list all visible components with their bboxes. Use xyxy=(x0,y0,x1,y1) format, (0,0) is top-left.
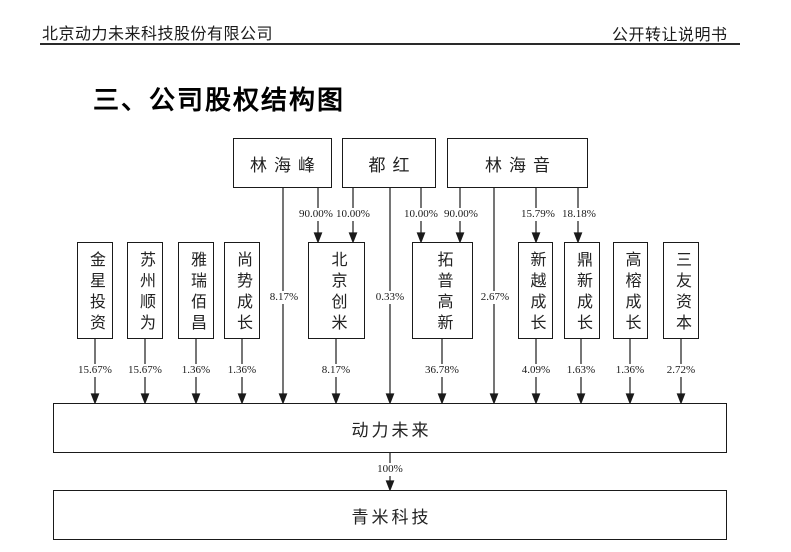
node-label: 都红 xyxy=(368,155,417,175)
edge-pct-linhaifeng-direct: 8.17% xyxy=(267,291,301,304)
edge-pct-dingxin: 1.63% xyxy=(564,364,598,377)
edge-pct-company-subsidiary: 100% xyxy=(375,463,405,476)
node-label: 林海峰 xyxy=(250,155,322,175)
edge-pct-duhong-chuangmi: 10.00% xyxy=(334,208,372,221)
edge-pct-sanyou: 2.72% xyxy=(664,364,698,377)
header-rule xyxy=(40,43,740,45)
edge-pct-shunwei: 15.67% xyxy=(126,364,164,377)
node-shangshi-chengzhang: 尚势成长 xyxy=(224,242,260,339)
node-sanyou-ziben: 三友资本 xyxy=(663,242,699,339)
header-company-name: 北京动力未来科技股份有限公司 xyxy=(42,26,274,43)
edge-pct-gaorong: 1.36% xyxy=(613,364,647,377)
node-label: 北京创米 xyxy=(328,251,346,335)
connector-group xyxy=(90,188,686,492)
edge-pct-chuangmi: 8.17% xyxy=(319,364,353,377)
edge-pct-shangshi: 1.36% xyxy=(225,364,259,377)
edge-pct-linhaiyin-xinyue: 15.79% xyxy=(519,208,557,221)
node-label: 雅瑞佰昌 xyxy=(188,251,205,335)
node-label: 三友资本 xyxy=(673,251,690,335)
header-document-type: 公开转让说明书 xyxy=(612,27,728,44)
node-label: 高榕成长 xyxy=(622,251,640,335)
edge-pct-linhaiyin-tuopu: 90.00% xyxy=(442,208,480,221)
node-gaorong-chengzhang: 高榕成长 xyxy=(613,242,648,339)
edge-pct-jinxing: 15.67% xyxy=(76,364,114,377)
node-label: 青米科技 xyxy=(351,507,432,527)
node-tuopu-gaoxin: 拓普高新 xyxy=(412,242,473,339)
node-xinyue-chengzhang: 新越成长 xyxy=(518,242,553,339)
node-shareholder-linhaiyin: 林海音 xyxy=(447,138,588,188)
edge-pct-yarui: 1.36% xyxy=(179,364,213,377)
node-label: 尚势成长 xyxy=(234,251,251,335)
node-yarui-baichang: 雅瑞佰昌 xyxy=(178,242,214,339)
edge-pct-xinyue: 4.09% xyxy=(519,364,553,377)
node-label: 林海音 xyxy=(485,155,557,175)
node-shareholder-linhaifeng: 林海峰 xyxy=(233,138,332,188)
node-dingxin-chengzhang: 鼎新成长 xyxy=(564,242,600,339)
edge-pct-duhong-direct: 0.33% xyxy=(373,291,407,304)
node-shareholder-duhong: 都红 xyxy=(342,138,436,188)
node-company-dongli-weilai: 动力未来 xyxy=(53,403,727,453)
node-beijing-chuangmi: 北京创米 xyxy=(308,242,365,339)
node-label: 拓普高新 xyxy=(434,251,452,335)
node-jinxing-touzi: 金星投资 xyxy=(77,242,113,339)
edge-pct-linhaiyin-dingxin: 18.18% xyxy=(560,208,598,221)
node-label: 动力未来 xyxy=(351,420,432,440)
edge-pct-tuopu: 36.78% xyxy=(423,364,461,377)
node-label: 金星投资 xyxy=(87,251,104,335)
node-suzhou-shunwei: 苏州顺为 xyxy=(127,242,163,339)
node-label: 苏州顺为 xyxy=(137,251,154,335)
section-title: 三、公司股权结构图 xyxy=(93,85,346,115)
node-label: 新越成长 xyxy=(527,251,545,335)
node-subsidiary-qingmi-keji: 青米科技 xyxy=(53,490,727,540)
node-label: 鼎新成长 xyxy=(574,251,591,335)
edge-pct-duhong-tuopu: 10.00% xyxy=(402,208,440,221)
edge-pct-linhaiyin-direct: 2.67% xyxy=(478,291,512,304)
edge-pct-linhaifeng-chuangmi: 90.00% xyxy=(297,208,335,221)
